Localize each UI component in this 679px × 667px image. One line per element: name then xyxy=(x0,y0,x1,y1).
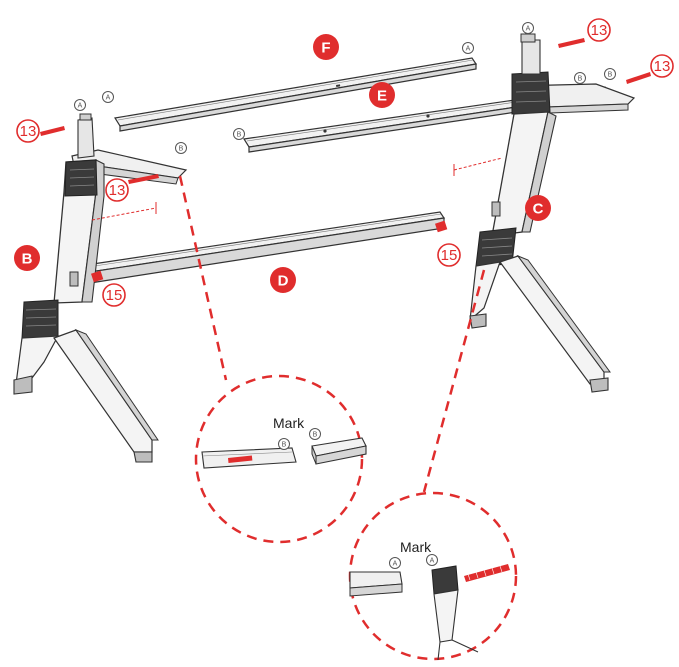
detail-circle-b xyxy=(194,374,367,544)
marker-b-3: B xyxy=(574,72,586,84)
hardware-label-13-right-top-text: 13 xyxy=(591,22,608,39)
hardware-label-15-left: 15 xyxy=(102,283,126,307)
part-label-f: F xyxy=(313,34,339,60)
hardware-label-15-right-text: 15 xyxy=(441,247,458,264)
leg-c xyxy=(469,33,636,393)
hardware-label-13-right-top: 13 xyxy=(587,18,611,42)
marker-b-2-text: B xyxy=(237,132,242,139)
marker-a-1-text: A xyxy=(78,103,83,110)
part-label-c: C xyxy=(525,195,551,221)
marker-a-2-text: A xyxy=(106,95,111,102)
crossbar-f xyxy=(114,57,478,132)
marker-a-3: A xyxy=(462,42,474,54)
marker-a-detail-1-text: A xyxy=(393,561,398,568)
detail-circle-a xyxy=(348,491,518,661)
marker-b-3-text: B xyxy=(578,76,583,83)
marker-a-4: A xyxy=(522,22,534,34)
hardware-label-15-left-text: 15 xyxy=(106,287,123,304)
marker-a-1: A xyxy=(74,99,86,111)
bolts xyxy=(91,220,448,283)
callout-lines xyxy=(178,175,486,493)
part-label-c-text: C xyxy=(533,201,544,218)
marker-b-1: B xyxy=(175,142,187,154)
part-label-e: E xyxy=(369,82,395,108)
hardware-label-13-bracket: 13 xyxy=(105,178,129,202)
marker-b-4: B xyxy=(604,68,616,80)
part-label-d: D xyxy=(270,267,296,293)
part-label-d-text: D xyxy=(278,273,289,290)
crossbar-d xyxy=(85,211,446,285)
hardware-label-13-left-text: 13 xyxy=(20,123,37,140)
marker-a-3-text: A xyxy=(466,46,471,53)
guide-arrows xyxy=(91,157,503,221)
hardware-label-13-left: 13 xyxy=(16,119,40,143)
part-label-f-text: F xyxy=(321,40,330,57)
hardware-label-13-right-arm: 13 xyxy=(650,54,674,78)
mark-label-1: Mark xyxy=(273,415,305,431)
marker-a-4-text: A xyxy=(526,26,531,33)
marker-b-2: B xyxy=(233,128,245,140)
part-label-b-text: B xyxy=(22,251,33,268)
marker-b-detail-1: B xyxy=(278,438,290,450)
marker-a-detail-2: A xyxy=(426,554,438,566)
hardware-label-13-bracket-text: 13 xyxy=(109,182,126,199)
hardware-label-13-right-arm-text: 13 xyxy=(654,58,671,75)
screws xyxy=(40,38,651,184)
hardware-label-15-right: 15 xyxy=(437,243,461,267)
marker-b-4-text: B xyxy=(608,72,613,79)
part-label-e-text: E xyxy=(377,88,387,105)
marker-a-2: A xyxy=(102,91,114,103)
marker-b-detail-1-text: B xyxy=(282,442,287,449)
mark-label-2: Mark xyxy=(400,539,432,555)
part-label-b: B xyxy=(14,245,40,271)
marker-a-detail-2-text: A xyxy=(430,558,435,565)
marker-b-detail-2: B xyxy=(309,428,321,440)
marker-b-1-text: B xyxy=(179,146,184,153)
leg-b xyxy=(13,113,188,463)
marker-b-detail-2-text: B xyxy=(313,432,318,439)
marker-a-detail-1: A xyxy=(389,557,401,569)
